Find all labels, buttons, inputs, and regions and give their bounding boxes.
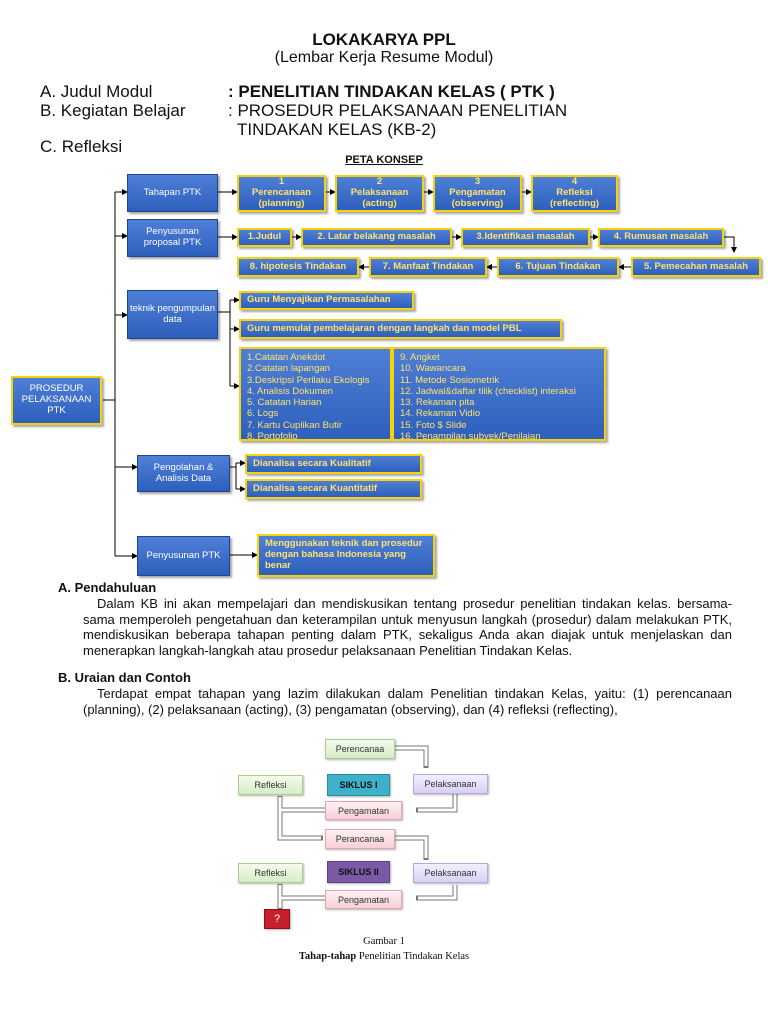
data-collection-list-right: 9. Angket 10. Wawancara 11. Metode Sosio… xyxy=(392,347,606,443)
page-title: LOKAKARYA PPL xyxy=(312,30,456,49)
proposal-step-2: 2. Latar belakang masalah xyxy=(301,228,452,247)
section-b-heading: B. Uraian dan Contoh xyxy=(58,670,191,685)
branch-penyusunan-label: Penyusunan PTK xyxy=(146,549,221,561)
list-item: 6. Logs xyxy=(247,408,279,420)
proposal-step-8: 8. hipotesis Tindakan xyxy=(237,257,359,277)
list-item: 4. Analisis Dokumen xyxy=(247,385,334,397)
teknik-item-2: Guru memulai pembelajaran dengan langkah… xyxy=(239,319,562,339)
cycle2-reflection: Refleksi xyxy=(238,863,303,883)
list-item: 3.Deskripsi Perilaku Ekologis xyxy=(247,374,370,386)
learning-activity-value-2: TINDAKAN KELAS (KB-2) xyxy=(237,120,437,139)
root-node-procedure: PROSEDUR PELAKSANAAN PTK xyxy=(11,376,102,425)
analysis-quantitative: Dianalisa secara Kuantitatif xyxy=(245,479,422,499)
figure-caption-bold: Tahap-tahap xyxy=(298,951,357,962)
list-item: 14. Rekaman Vidio xyxy=(400,408,481,420)
figure-caption-rest: Penelitian Tindakan Kelas xyxy=(356,951,470,962)
teknik-item-1: Guru Menyajikan Permasalahan xyxy=(239,291,414,310)
next-cycle-question: ? xyxy=(264,909,290,929)
cycle2-label: SIKLUS II xyxy=(327,861,390,883)
branch-proposal-label: Penyusunan proposal PTK xyxy=(143,226,202,248)
page-subtitle: (Lembar Kerja Resume Modul) xyxy=(274,49,494,66)
branch-pengolahan-label: Pengolahan & Analisis Data xyxy=(153,461,214,484)
proposal-step-3: 3.Identifikasi masalah xyxy=(461,228,590,247)
concept-map-title: PETA KONSEP xyxy=(345,154,423,166)
section-a-heading: A. Pendahuluan xyxy=(58,580,157,595)
penyusunan-detail: Menggunakan teknik dan prosedur dengan b… xyxy=(257,534,435,577)
analysis-qualitative: Dianalisa secara Kualitatif xyxy=(245,454,422,474)
list-item: 9. Angket xyxy=(400,352,440,363)
branch-teknik: teknik pengumpulan data xyxy=(127,290,218,339)
branch-pengolahan: Pengolahan & Analisis Data xyxy=(137,455,230,492)
proposal-step-6: 6. Tujuan Tindakan xyxy=(497,257,619,277)
section-b-text: Terdapat empat tahapan yang lazim dilaku… xyxy=(83,686,732,717)
figure-number: Gambar 1 xyxy=(363,936,405,947)
list-item: 1.Catatan Anekdot xyxy=(247,352,326,363)
reflection-label: C. Refleksi xyxy=(40,137,123,156)
section-a-text: Dalam KB ini akan mempelajari dan mendis… xyxy=(83,596,732,658)
list-item: 15. Foto $ Slide xyxy=(400,419,467,431)
cycle2-observing: Pengamatan xyxy=(325,890,402,909)
branch-teknik-label: teknik pengumpulan data xyxy=(129,302,216,325)
proposal-step-4: 4. Rumusan masalah xyxy=(598,228,724,247)
stage-planning: 1 Perencanaan (planning) xyxy=(237,175,326,212)
learning-activity-value-1: : PROSEDUR PELAKSANAAN PENELITIAN xyxy=(228,101,568,120)
list-item: 11. Metode Sosiometrik xyxy=(400,374,500,386)
cycle1-observing: Pengamatan xyxy=(325,801,402,820)
cycle2-planning: Perancanaa xyxy=(325,829,395,849)
list-item: 12. Jadwal&daftar tilik (checklist) inte… xyxy=(400,385,576,397)
figure-caption: Tahap-tahap Penelitian Tindakan Kelas xyxy=(0,951,768,962)
stage-reflecting: 4 Refleksi (reflecting) xyxy=(531,175,618,212)
list-item: 7. Kartu Cuplikan Butir xyxy=(247,419,343,431)
learning-activity-label: B. Kegiatan Belajar xyxy=(40,101,186,120)
cycle2-acting: Pelaksanaan xyxy=(413,863,488,883)
list-item: 13. Rekaman pita xyxy=(400,397,475,409)
cycle1-planning: Perencanaa xyxy=(325,739,395,759)
data-collection-list-left: 1.Catatan Anekdot 2.Catatan lapangan 3.D… xyxy=(239,347,392,443)
module-title-label: A. Judul Modul xyxy=(40,82,153,101)
cycle1-label: SIKLUS I xyxy=(327,774,390,796)
stage-observing: 3 Pengamatan (observing) xyxy=(433,175,522,212)
stage-acting: 2 Pelaksanaan (acting) xyxy=(335,175,424,212)
proposal-step-7: 7. Manfaat Tindakan xyxy=(369,257,487,277)
branch-proposal: Penyusunan proposal PTK xyxy=(127,219,218,257)
module-title-value: : PENELITIAN TINDAKAN KELAS ( PTK ) xyxy=(228,82,555,101)
cycle1-reflection: Refleksi xyxy=(238,775,303,795)
list-item: 10. Wawancara xyxy=(400,363,466,375)
branch-tahapan-label: Tahapan PTK xyxy=(143,186,202,198)
cycle1-acting: Pelaksanaan xyxy=(413,774,488,794)
proposal-step-5: 5. Pemecahan masalah xyxy=(631,257,761,277)
list-item: 5. Catatan Harian xyxy=(247,397,322,409)
root-node-label: PROSEDUR PELAKSANAAN PTK xyxy=(21,383,92,416)
branch-tahapan-ptk: Tahapan PTK xyxy=(127,174,218,212)
list-item: 16. Penampilan subyek/Penilaian xyxy=(400,431,541,443)
list-item: 2.Catatan lapangan xyxy=(247,363,330,375)
branch-penyusunan: Penyusunan PTK xyxy=(137,536,230,576)
proposal-step-1: 1.Judul xyxy=(237,228,292,247)
list-item: 8. Portofolio xyxy=(247,431,298,443)
